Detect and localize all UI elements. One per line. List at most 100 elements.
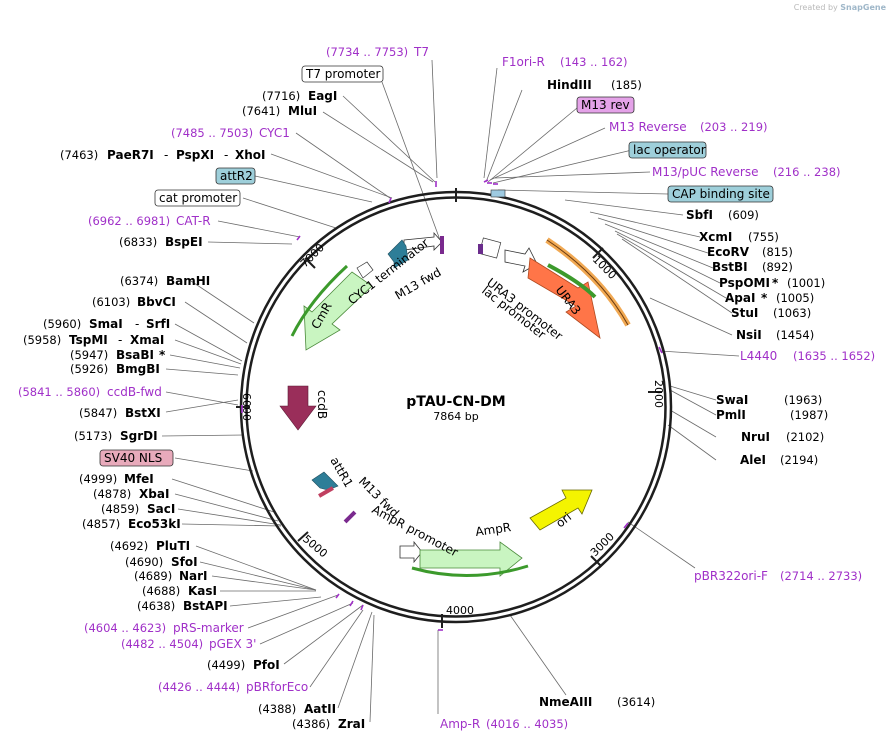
bstbi-name: BstBI — [712, 260, 748, 274]
cat-promoter-label: cat promoter — [159, 191, 237, 205]
cap-binding-box — [667, 185, 774, 203]
tick-6000: 6000 — [240, 393, 253, 421]
srfi-name: SrfI — [146, 317, 170, 331]
xhoi-name: XhoI — [235, 148, 266, 162]
smai-pos: (5960) — [43, 317, 81, 331]
paer7i-pos: (7463) — [60, 148, 98, 162]
bmgbi-pos: (5926) — [70, 362, 108, 376]
plutI-pos: (4692) — [110, 539, 148, 553]
sgrdi-name: SgrDI — [120, 429, 158, 443]
dash-3: - — [135, 317, 139, 331]
cmr-arrow — [303, 271, 373, 351]
bsabi-star: * — [159, 348, 166, 362]
sgrdi-pos: (5173) — [74, 429, 112, 443]
sbfi-name: SbfI — [686, 208, 713, 222]
hindiii-name: HindIII — [547, 78, 592, 92]
pspxi-name: PspXI — [176, 148, 214, 162]
ampr-orf-line — [411, 564, 529, 578]
snapgene-brand: SnapGene — [840, 3, 886, 12]
eco53ki-pos: (4857) — [82, 517, 120, 531]
pgex-range: (4482 .. 4504) — [121, 637, 203, 651]
ori-arrow — [529, 489, 593, 531]
ring-markers — [241, 179, 663, 631]
pmli-name: PmlI — [716, 408, 746, 422]
ura3-orf-line — [546, 239, 629, 326]
bstapi-name: BstAPI — [183, 599, 228, 613]
pspomi-star: * — [772, 276, 779, 290]
lac-operator-mark — [490, 189, 506, 198]
bbvci-name: BbvCI — [137, 295, 176, 309]
tick-5000: 5000 — [300, 532, 330, 560]
ampr-label: AmpR — [474, 520, 511, 539]
zrai-name: ZraI — [338, 717, 365, 731]
alei-pos: (2194) — [780, 453, 818, 467]
mfei-pos: (4999) — [79, 472, 117, 486]
bstxi-pos: (5847) — [79, 406, 117, 420]
tick-4000: 4000 — [446, 604, 474, 617]
m13reverse-range: (203 .. 219) — [700, 120, 768, 134]
pgex-name: pGEX 3' — [209, 637, 256, 651]
attr1-arrow — [311, 471, 339, 491]
stui-pos: (1063) — [773, 306, 811, 320]
lac-operator-small-mark — [478, 244, 483, 254]
attr1-mark — [318, 486, 334, 498]
pbrforeco-range: (4426 .. 4444) — [158, 680, 240, 694]
cyc1-terminator-label: CYC1 terminator — [345, 236, 431, 308]
aatii-pos: (4388) — [258, 702, 296, 716]
xbai-name: XbaI — [139, 487, 169, 501]
lac-operator-label: lac operator — [633, 143, 706, 157]
nari-name: NarI — [179, 569, 208, 583]
f1ori-range: (143 .. 162) — [560, 55, 628, 69]
plasmid-size: 7864 bp — [433, 410, 478, 423]
bspei-name: BspEI — [165, 235, 203, 249]
ampr-primer-range: (4016 .. 4035) — [486, 717, 568, 731]
tick-2000: 2000 — [652, 380, 665, 408]
paer7i-name: PaeR7I — [107, 148, 154, 162]
ccdb-range: (5841 .. 5860) — [18, 385, 100, 399]
bstapi-pos: (4638) — [137, 599, 175, 613]
bspei-pos: (6833) — [119, 235, 157, 249]
sv40-nls-box — [99, 449, 174, 467]
prs-range: (4604 .. 4623) — [84, 621, 166, 635]
xcmi-pos: (755) — [748, 230, 779, 244]
dash-2: - — [224, 148, 228, 162]
cyc1-name: CYC1 — [259, 126, 290, 140]
mlui-name: MluI — [288, 104, 317, 118]
saci-name: SacI — [147, 502, 175, 516]
smai-name: SmaI — [89, 317, 123, 331]
pbr-name: pBR322ori-F — [694, 569, 768, 583]
m13-rev-label: M13 rev — [581, 98, 630, 112]
aatii-name: AatII — [304, 702, 336, 716]
mfei-name: MfeI — [124, 472, 154, 486]
m13-fwd-bottom-mark — [343, 510, 357, 524]
t7-range: (7734 .. 7753) — [326, 45, 408, 59]
pbr-range: (2714 .. 2733) — [780, 569, 862, 583]
nmeaiii-pos: (3614) — [617, 695, 655, 709]
cat-promoter-arrow — [356, 261, 374, 279]
kasi-pos: (4688) — [142, 584, 180, 598]
swai-name: SwaI — [716, 393, 748, 407]
ampr-primer-name: Amp-R — [440, 717, 480, 731]
ura3-arrow — [527, 257, 601, 339]
pfoi-name: PfoI — [253, 658, 280, 672]
tspmi-pos: (5958) — [23, 333, 61, 347]
ccdb-arrow — [279, 385, 317, 431]
t7-promoter-label: T7 promoter — [305, 67, 381, 81]
bstxi-name: BstXI — [125, 406, 161, 420]
pmli-pos: (1987) — [790, 408, 828, 422]
hindiii-pos: (185) — [611, 78, 642, 92]
saci-pos: (4859) — [101, 502, 139, 516]
cmr-orf-line — [290, 264, 349, 337]
eagi-pos: (7716) — [262, 89, 300, 103]
kasi-name: KasI — [188, 584, 217, 598]
xbai-pos: (4878) — [93, 487, 131, 501]
ampr-arrow — [419, 541, 523, 577]
zrai-pos: (4386) — [292, 717, 330, 731]
m13puc-name: M13/pUC Reverse — [652, 165, 759, 179]
nsii-name: NsiI — [736, 328, 762, 342]
nmeaiii-name: NmeAIII — [539, 695, 592, 709]
catr-range: (6962 .. 6981) — [88, 214, 170, 228]
plasmid-name: pTAU-CN-DM — [406, 394, 505, 410]
ampr-promoter-arrow — [399, 540, 423, 564]
